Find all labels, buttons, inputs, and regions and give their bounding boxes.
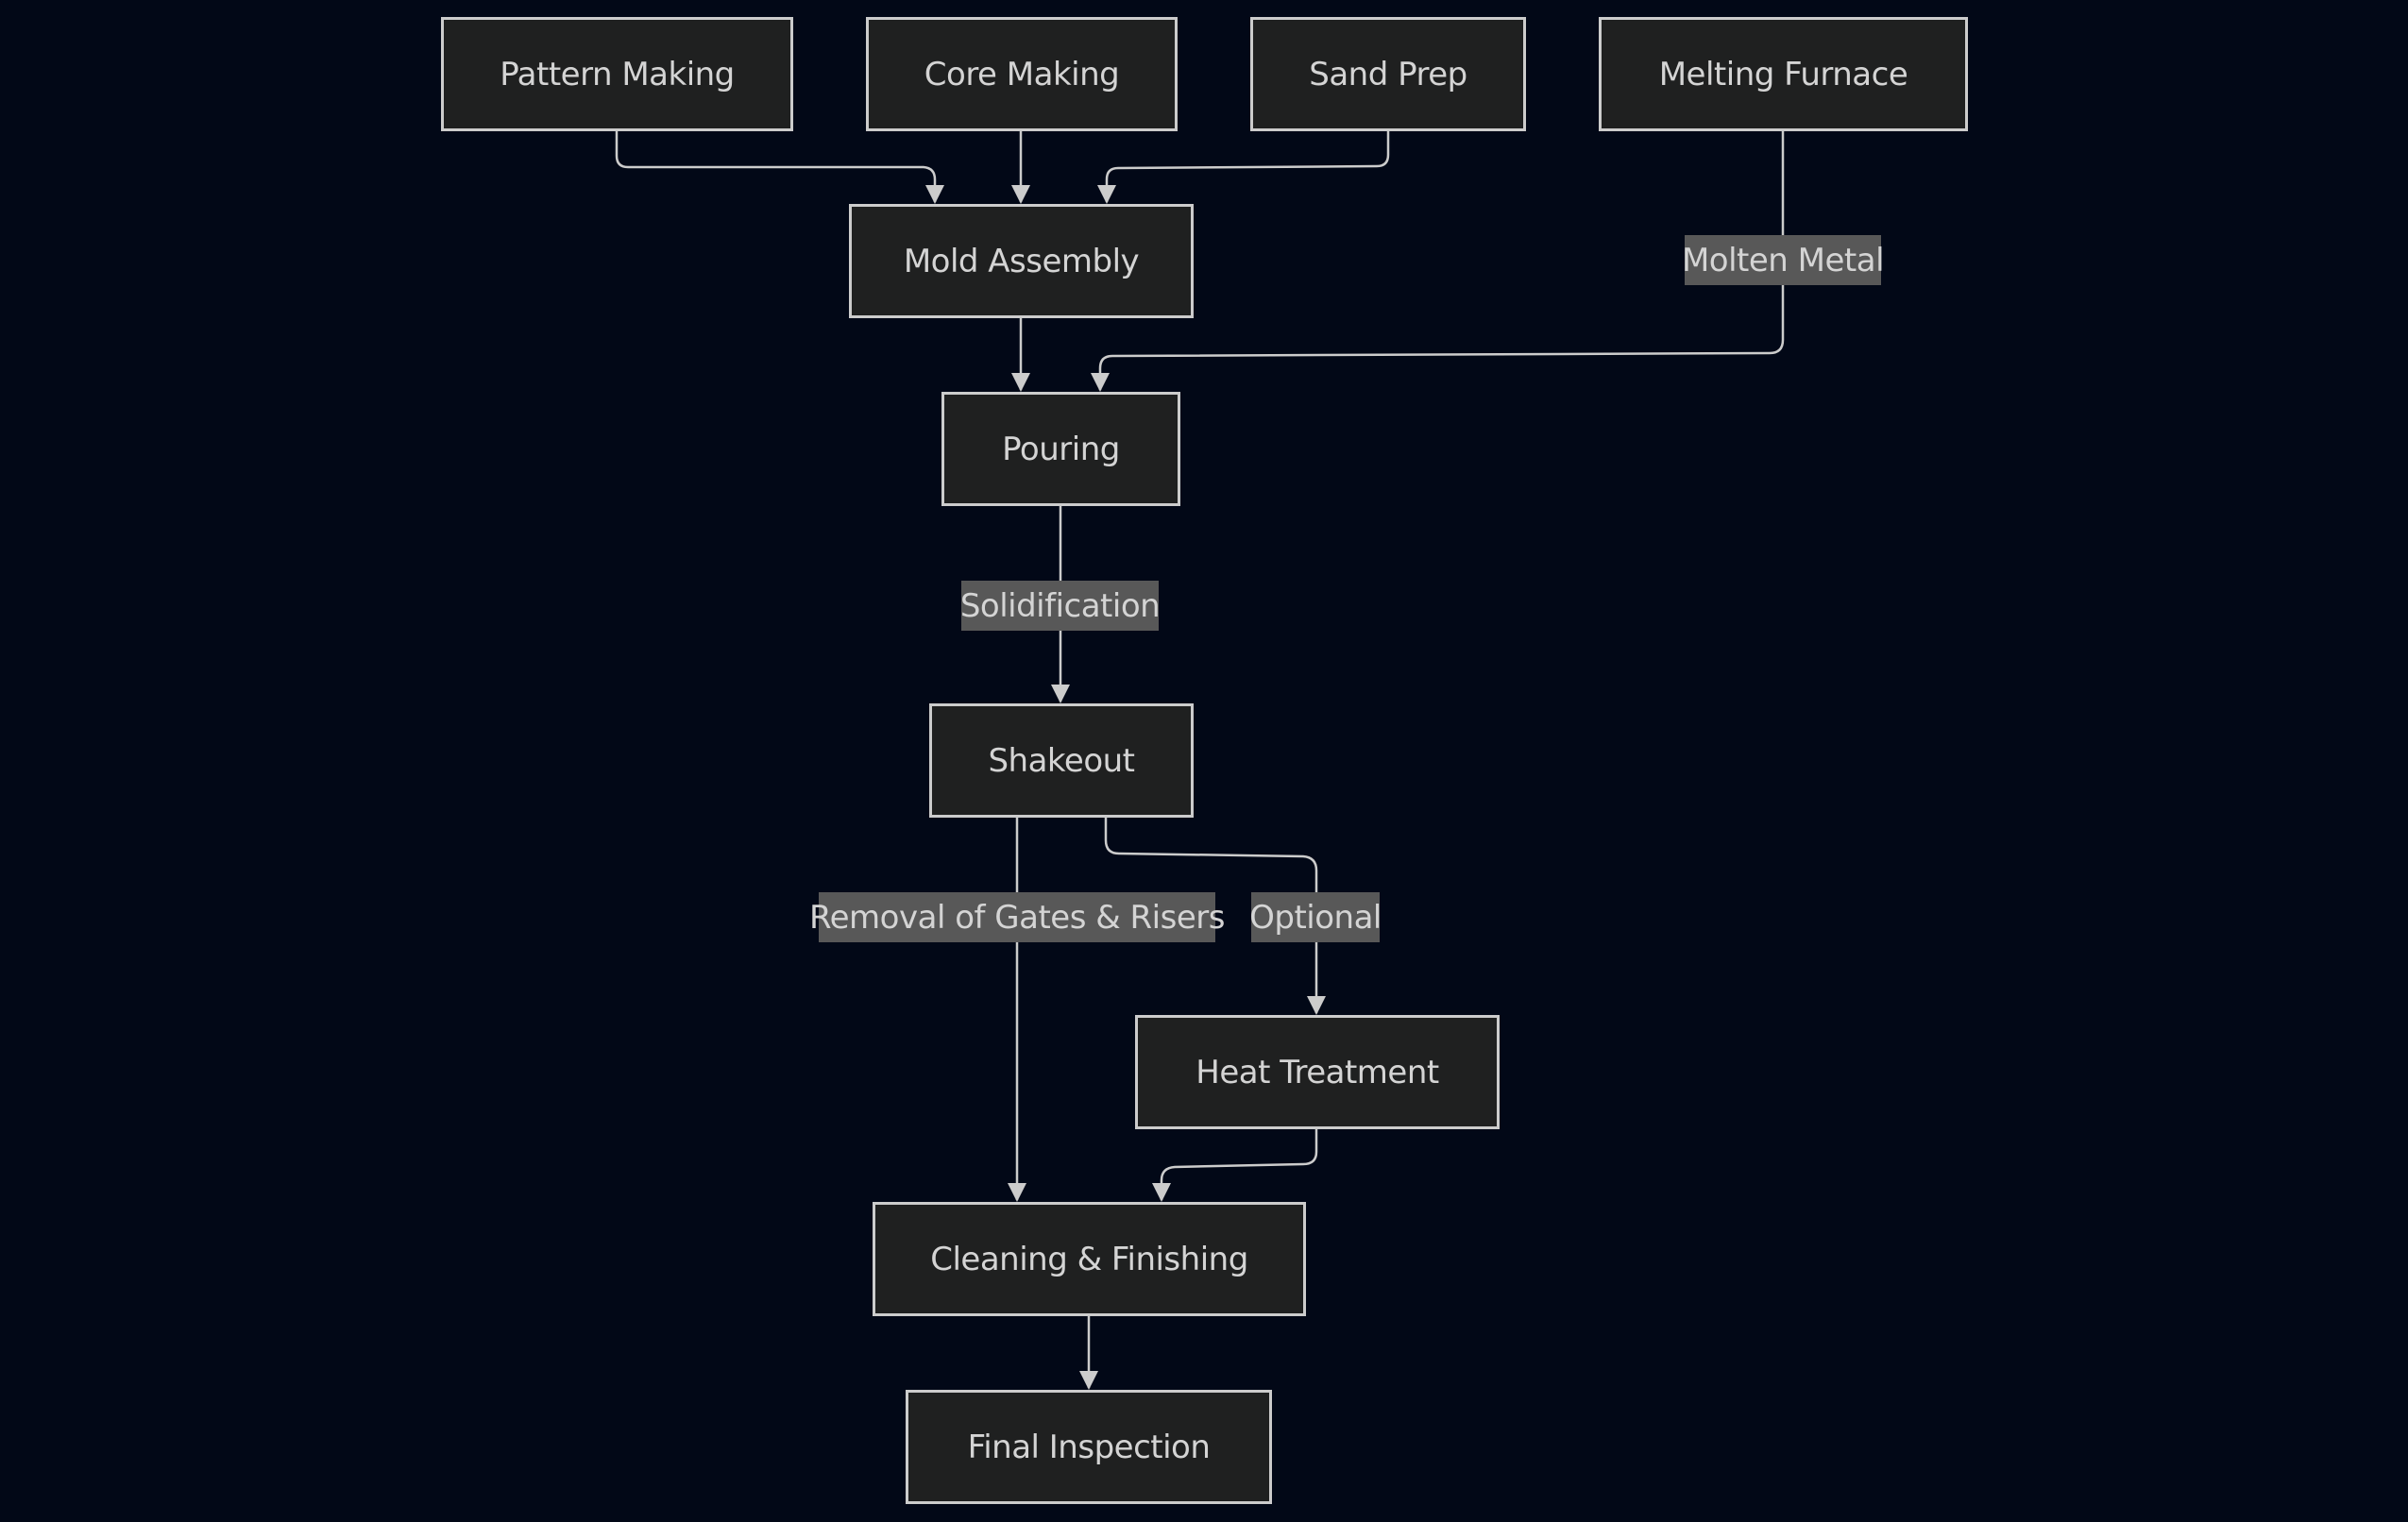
node-core-making[interactable]: Core Making	[866, 17, 1178, 131]
node-sand-prep[interactable]: Sand Prep	[1250, 17, 1526, 131]
node-label: Pouring	[1002, 430, 1120, 468]
node-pattern-making[interactable]: Pattern Making	[441, 17, 793, 131]
edge-label-solidification: Solidification	[960, 581, 1161, 631]
node-label: Cleaning & Finishing	[930, 1240, 1248, 1278]
node-shakeout[interactable]: Shakeout	[929, 703, 1194, 818]
edge-furnace-to-pouring	[1091, 130, 1785, 392]
node-label: Shakeout	[988, 741, 1135, 780]
node-label: Final Inspection	[967, 1428, 1211, 1466]
node-cleaning-finishing[interactable]: Cleaning & Finishing	[873, 1202, 1306, 1316]
node-pouring[interactable]: Pouring	[941, 392, 1180, 506]
edge-pattern-to-mold	[615, 130, 944, 204]
node-melting-furnace[interactable]: Melting Furnace	[1599, 17, 1968, 131]
edge-sand-to-mold	[1097, 130, 1390, 204]
node-label: Melting Furnace	[1658, 55, 1908, 93]
edge-heat-to-cleaning	[1152, 1128, 1318, 1202]
node-label: Heat Treatment	[1196, 1053, 1439, 1091]
node-final-inspection[interactable]: Final Inspection	[906, 1390, 1272, 1504]
edge-shakeout-to-heat	[1104, 817, 1326, 1015]
node-label: Mold Assembly	[903, 242, 1140, 280]
node-label: Core Making	[924, 55, 1120, 93]
node-mold-assembly[interactable]: Mold Assembly	[849, 204, 1194, 318]
edge-label-molten-metal: Molten Metal	[1682, 235, 1885, 285]
edge-label-removal: Removal of Gates & Risers	[809, 892, 1225, 942]
node-label: Pattern Making	[500, 55, 735, 93]
node-label: Sand Prep	[1309, 55, 1467, 93]
edge-label-optional: Optional	[1249, 892, 1382, 942]
node-heat-treatment[interactable]: Heat Treatment	[1135, 1015, 1500, 1129]
